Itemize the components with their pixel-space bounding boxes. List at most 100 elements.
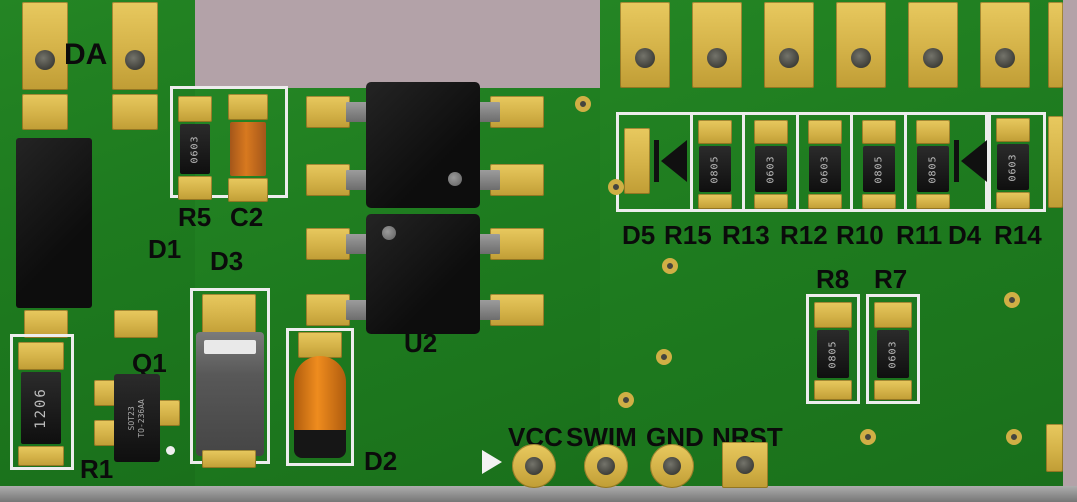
silk-outline-r8 (806, 294, 860, 404)
smd-pad (874, 302, 912, 328)
smd-pad (158, 400, 180, 426)
smd-pad (94, 420, 116, 446)
drill-hole (525, 457, 543, 475)
drill-hole (707, 48, 727, 68)
component-r11-chip: 0805 (917, 146, 949, 192)
component-lead (476, 234, 500, 254)
smd-pad (306, 164, 350, 196)
smd-pad (24, 310, 68, 338)
smd-pad (112, 94, 158, 130)
smd-pad (228, 94, 268, 120)
silk-label-q1: Q1 (132, 348, 167, 378)
chip-marking-r11: 0805 (927, 154, 939, 184)
component-lead (476, 102, 500, 122)
chip-marking-r10: 0805 (873, 154, 885, 184)
smd-pad (178, 176, 212, 200)
component-lead (346, 102, 370, 122)
drill-hole (923, 48, 943, 68)
component-r8-chip: 0805 (817, 330, 849, 378)
smd-pad (916, 194, 950, 209)
diode-cathode-bar (654, 140, 659, 182)
smd-pad (874, 380, 912, 400)
smd-pad (18, 342, 64, 370)
through-hole-pad (22, 2, 68, 90)
silk-label-d2: D2 (364, 446, 398, 476)
component-lead (476, 300, 500, 320)
fiducial-dot (166, 446, 175, 455)
smd-pad (306, 96, 350, 128)
through-hole-pad (620, 2, 670, 88)
silk-label-d5: D5 (622, 220, 656, 250)
smd-pad (808, 194, 842, 209)
chip-marking-r14: 0603 (1007, 152, 1019, 182)
smd-pad (306, 228, 350, 260)
silk-separator (850, 115, 853, 209)
d3-polarity-stripe (204, 340, 256, 354)
component-lead (346, 234, 370, 254)
smd-pad (178, 96, 212, 122)
component-lead (346, 300, 370, 320)
smd-pad (22, 94, 68, 130)
silk-label-r1: R1 (80, 454, 114, 484)
pin1-marker (382, 226, 396, 240)
component-r15-chip: 0805 (699, 146, 731, 192)
component-d2-body (294, 356, 346, 436)
smd-pad (996, 118, 1030, 142)
smd-pad (862, 120, 896, 144)
silk-label-d4: D4 (948, 220, 982, 250)
silk-label-r11: R11 (896, 220, 943, 250)
silk-outline-r14 (988, 112, 1046, 212)
through-hole-pad (692, 2, 742, 88)
through-hole-pad (836, 2, 886, 88)
smd-pad (814, 302, 852, 328)
via (1004, 292, 1020, 308)
silk-label-c2: C2 (230, 202, 264, 232)
pin1-marker (448, 172, 462, 186)
drill-hole (779, 48, 799, 68)
component-r7-chip: 0603 (877, 330, 909, 378)
smd-pad (624, 128, 650, 194)
component-lead (346, 170, 370, 190)
via (662, 258, 678, 274)
via (608, 179, 624, 195)
component-r10-chip: 0805 (863, 146, 895, 192)
component-u2-package-upper (366, 82, 480, 208)
drill-hole (736, 456, 754, 474)
drill-hole (635, 48, 655, 68)
smd-pad (814, 380, 852, 400)
smd-pad (808, 120, 842, 144)
pin1-arrow (482, 450, 502, 474)
silk-label-r12: R12 (780, 220, 828, 250)
smd-pad (306, 294, 350, 326)
component-lead (476, 170, 500, 190)
chip-marking-r15: 0805 (709, 154, 721, 184)
silk-separator (742, 115, 745, 209)
silk-separator (904, 115, 907, 209)
smd-pad (996, 192, 1030, 209)
chip-marking-r7: 0603 (887, 339, 899, 369)
via (1006, 429, 1022, 445)
silk-label-r15: R15 (664, 220, 712, 250)
silk-label-d1: D1 (148, 234, 182, 264)
component-r14-chip: 0603 (997, 144, 1029, 190)
smd-pad (698, 120, 732, 144)
chip-marking-r13: 0603 (765, 154, 777, 184)
drill-hole (995, 48, 1015, 68)
smd-pad (228, 178, 268, 202)
component-d1-body (16, 138, 92, 308)
silk-separator (690, 115, 693, 209)
silk-label-r14: R14 (994, 220, 1042, 250)
silk-outline-r7 (866, 294, 920, 404)
silk-label-u2: U2 (404, 328, 438, 358)
smd-pad (202, 294, 256, 336)
chip-marking-r8: 0805 (827, 339, 839, 369)
silk-label-da: DA (64, 38, 108, 71)
drill-hole (851, 48, 871, 68)
smd-pad (862, 194, 896, 209)
component-d2-base (294, 430, 346, 458)
edge-pad-partial (1048, 116, 1063, 208)
board-bottom-edge (0, 486, 1077, 502)
through-hole-pad (112, 2, 158, 90)
component-c2-body (230, 122, 266, 176)
